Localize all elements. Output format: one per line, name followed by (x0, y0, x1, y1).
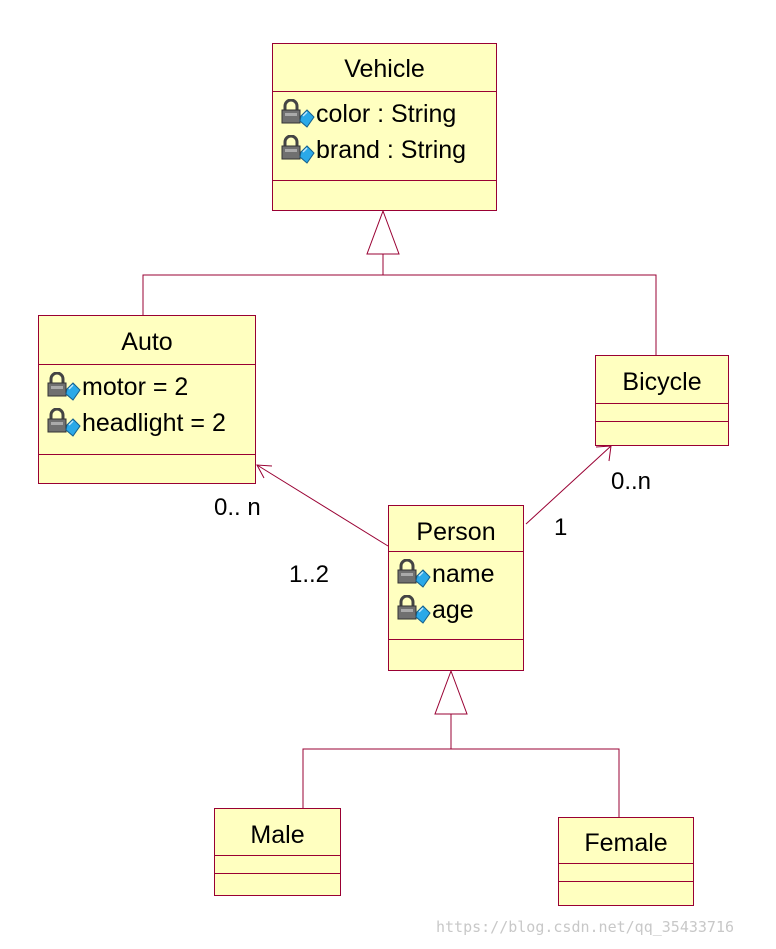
attribute-compartment: name age (389, 552, 523, 640)
generalization-vehicle (142, 209, 657, 355)
attribute-compartment (215, 856, 340, 874)
generalization-person (302, 669, 620, 817)
attribute-row: motor = 2 (39, 369, 255, 405)
class-male[interactable]: Male (214, 808, 341, 896)
private-attribute-icon (281, 135, 315, 164)
class-name: Male (215, 809, 340, 856)
attribute-text: motor = 2 (82, 373, 189, 401)
private-attribute-icon (397, 595, 431, 624)
class-name: Person (389, 506, 523, 552)
attribute-text: headlight = 2 (82, 409, 226, 437)
attribute-text: color : String (316, 100, 457, 128)
class-female[interactable]: Female (558, 817, 694, 906)
multiplicity-person-auto-end: 1..2 (289, 561, 330, 588)
attribute-row: name (389, 556, 523, 592)
watermark: https://blog.csdn.net/qq_35433716 (436, 918, 735, 936)
attribute-compartment (559, 864, 693, 882)
attribute-row: headlight = 2 (39, 405, 255, 441)
attribute-row: age (389, 592, 523, 628)
multiplicity-person-bicycle-end: 1 (554, 514, 568, 541)
attribute-text: age (432, 596, 474, 624)
class-name: Auto (39, 316, 255, 365)
multiplicity-auto-end: 0.. n (214, 494, 261, 521)
attribute-compartment: motor = 2 headlight = 2 (39, 365, 255, 455)
class-name: Female (559, 818, 693, 864)
class-bicycle[interactable]: Bicycle (595, 355, 729, 446)
attribute-text: name (432, 560, 495, 588)
private-attribute-icon (47, 408, 81, 437)
class-name: Vehicle (273, 44, 496, 92)
association-person-auto (256, 464, 389, 547)
multiplicity-bicycle-end: 0..n (611, 468, 652, 495)
class-auto[interactable]: Auto motor = 2 headlight = 2 (38, 315, 256, 484)
attribute-compartment: color : String brand : String (273, 92, 496, 181)
class-vehicle[interactable]: Vehicle color : String brand : String (272, 43, 497, 211)
private-attribute-icon (281, 99, 315, 128)
private-attribute-icon (397, 559, 431, 588)
class-name: Bicycle (596, 356, 728, 404)
private-attribute-icon (47, 372, 81, 401)
attribute-text: brand : String (316, 136, 467, 164)
class-person[interactable]: Person name age (388, 505, 524, 671)
attribute-row: color : String (273, 96, 496, 132)
attribute-row: brand : String (273, 132, 496, 168)
attribute-compartment (596, 404, 728, 422)
association-person-bicycle (525, 445, 612, 525)
